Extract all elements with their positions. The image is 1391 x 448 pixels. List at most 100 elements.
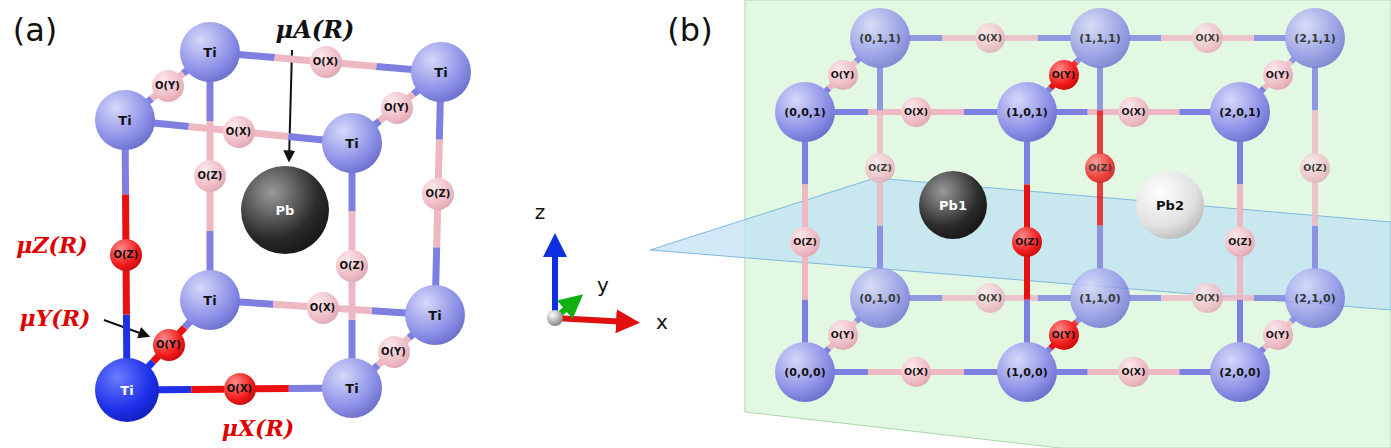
bond-half: [802, 185, 808, 229]
bond-half: [436, 101, 444, 140]
bond-half: [1088, 369, 1120, 375]
o-atom: O(X): [310, 46, 342, 78]
bond-half: [191, 386, 224, 393]
bond-half: [1004, 35, 1037, 41]
atom-label: (2,0,0): [1219, 367, 1260, 378]
o-atom: O(Z): [865, 153, 895, 183]
bond-half: [239, 55, 275, 58]
bond-half: [372, 311, 406, 313]
bond: [436, 208, 438, 286]
bond-half: [1222, 35, 1254, 41]
o-atom: O(Z): [1085, 153, 1115, 183]
bond: [1100, 67, 1101, 154]
bond-half: [1056, 109, 1088, 115]
ti-atom: (1,1,1): [1070, 8, 1130, 68]
o-atom: O(Z): [194, 160, 226, 192]
bond: [375, 117, 385, 125]
bond: [834, 112, 902, 113]
o-atom: O(Y): [828, 320, 858, 350]
bond-half: [123, 315, 130, 360]
o-atom: O(X): [975, 23, 1005, 53]
bond-half: [909, 295, 942, 301]
field-label: μX(R): [222, 417, 294, 439]
atom-label: O(X): [904, 367, 928, 377]
bond-half: [1161, 35, 1193, 41]
bond: [253, 133, 323, 140]
bond-half: [158, 386, 191, 393]
bond-half: [1179, 109, 1211, 115]
o-atom: O(X): [1118, 97, 1148, 127]
atom-label: (2,0,1): [1219, 107, 1260, 118]
bond: [1148, 112, 1211, 113]
atom-label: Ti: [120, 384, 133, 397]
o-atom: O(Z): [1012, 227, 1042, 257]
bond-half: [942, 295, 975, 301]
atom-label: O(Z): [198, 171, 223, 181]
atom-label: O(Y): [1052, 70, 1076, 80]
atom-label: Ti: [345, 137, 358, 150]
ti-atom: Ti: [180, 270, 240, 330]
bond-half: [349, 320, 356, 359]
o-atom: O(Z): [1225, 227, 1255, 257]
bond-half: [376, 66, 412, 69]
atom-label: O(Y): [831, 330, 855, 340]
atom-label: O(X): [1121, 367, 1145, 377]
atom-label: O(X): [978, 33, 1002, 43]
bond: [1148, 372, 1211, 373]
bond-half: [289, 385, 323, 392]
bond-half: [207, 121, 214, 161]
ti-atom: (2,1,0): [1285, 268, 1345, 328]
atom-label: Ti: [434, 66, 447, 79]
panel-label: (a): [13, 14, 58, 46]
bond: [126, 270, 128, 359]
bond: [254, 388, 323, 390]
atom-label: O(Y): [156, 340, 181, 350]
bond-half: [1129, 35, 1161, 41]
bond-half: [1038, 295, 1071, 301]
axis-label: z: [535, 202, 546, 222]
leader-arrow: [289, 50, 292, 160]
atom-label: O(X): [226, 127, 251, 137]
bond-half: [432, 247, 440, 286]
bond: [1056, 372, 1119, 373]
bond-half: [154, 123, 189, 127]
bond-half: [122, 195, 129, 241]
bond: [930, 372, 998, 373]
o-atom: O(Z): [790, 227, 820, 257]
ti-atom: Ti: [95, 90, 155, 150]
bond: [805, 141, 806, 228]
atom-label: O(Z): [868, 163, 892, 173]
o-atom: O(Y): [381, 92, 413, 124]
bond: [352, 281, 353, 360]
bond-half: [1097, 182, 1103, 226]
bond-half: [877, 67, 883, 111]
field-label: μY(R): [20, 307, 91, 329]
ti-atom: (2,1,1): [1285, 8, 1345, 68]
bond-half: [1097, 67, 1103, 111]
bond-half: [254, 385, 288, 392]
bond-half: [802, 300, 808, 344]
o-atom: O(X): [223, 116, 255, 148]
atom-label: O(X): [904, 107, 928, 117]
o-atom: O(Y): [1049, 60, 1079, 90]
bond-half: [1024, 185, 1030, 229]
atom-label: (0,1,0): [859, 293, 900, 304]
field-label: μA(R): [276, 18, 355, 42]
bond-half: [435, 140, 443, 179]
atom-label: O(Y): [155, 81, 180, 91]
bond-half: [349, 172, 356, 211]
bond-half: [1237, 300, 1243, 344]
atom-label: Ti: [203, 46, 216, 59]
bond: [1004, 298, 1071, 299]
bond-half: [964, 369, 998, 375]
ti-atom: (1,0,1): [997, 82, 1057, 142]
atom-label: Pb1: [939, 199, 967, 212]
bond: [930, 112, 998, 113]
bond: [239, 55, 311, 61]
atom-label: (2,1,0): [1294, 293, 1335, 304]
bond: [1100, 182, 1101, 269]
atom-label: (0,0,0): [784, 367, 825, 378]
bond-half: [1312, 111, 1318, 155]
bond: [210, 191, 211, 271]
atom-label: (2,1,1): [1294, 33, 1335, 44]
